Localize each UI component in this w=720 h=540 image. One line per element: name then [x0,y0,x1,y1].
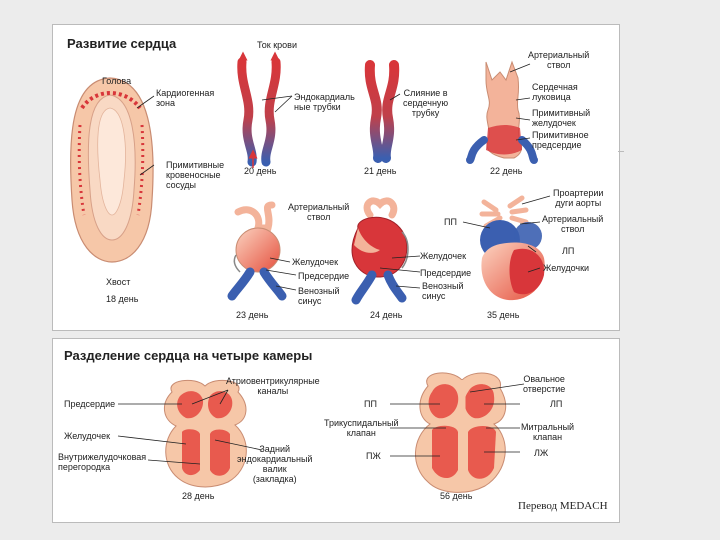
label-ventricle-28: Желудочек [64,431,111,441]
label-head: Голова [102,76,132,86]
label-iv-septum: Внутрижелудочковая перегородка [58,452,147,472]
label-primitive-vessels: Примитивные кровеносные сосуды [166,160,225,190]
label-arterial-trunk-22: Артериальный ствол [528,50,590,70]
label-left-atrium-56: ЛП [550,399,563,409]
label-atrium-23: Предсердие [298,271,350,281]
label-left-atrium-35: ЛП [562,246,575,256]
label-oval-foramen: Овальное отверстие [523,374,566,394]
heart-24-day [351,197,409,305]
label-right-atrium-35: ПП [444,217,457,227]
label-mitral: Митральный клапан [521,422,575,442]
label-primitive-ventricle: Примитивный желудочек [532,108,591,128]
day-23: 23 день [236,310,269,320]
label-tail: Хвост [106,277,131,287]
label-ventricles-35: Желудочки [543,263,590,273]
heart-35-day [479,195,545,301]
label-blood-flow: Ток крови [257,40,297,50]
day-20: 20 день [244,166,277,176]
day-18: 18 день [106,294,139,304]
fusing-heart-tube-21-day [364,60,400,163]
label-av-canals: Атриовентрикулярные каналы [226,376,320,396]
label-sinus-24: Венозный синус [422,281,464,301]
label-atrium-28: Предсердие [64,399,116,409]
leader-lines [117,63,551,465]
day-21: 21 день [364,166,397,176]
heart-development-title: Развитие сердца [67,36,177,51]
translation-credit: Перевод MEDACH [518,500,608,512]
label-arterial-trunk-35: Артериальный ствол [542,214,604,234]
endocardial-tubes-20-day [237,51,281,168]
label-bulbus: Сердечная луковица [532,82,578,102]
label-arterial-trunk-23: Артериальный ствол [288,202,350,222]
looping-heart-23-day [227,201,287,301]
heart-septation-panel [52,338,620,523]
label-atrium-24: Предсердие [420,268,472,278]
label-left-ventricle-56: ЛЖ [534,448,549,458]
divider-tick [618,151,624,152]
label-ventricle-23: Желудочек [292,257,339,267]
day-28: 28 день [182,491,215,501]
day-56: 56 день [440,491,473,501]
label-primitive-atrium: Примитивное предсердие [532,130,589,150]
label-endocardial-tubes: Эндокардиаль ные трубки [294,92,355,112]
label-tricuspid: Трикуспидальный клапан [324,418,399,438]
label-cardiogenic-zone: Кардиогенная зона [156,88,215,108]
heart-tube-22-day [466,60,538,164]
embryo-disc-18-day [69,77,154,263]
label-sinus-23: Венозный синус [298,286,340,306]
heart-septation-title: Разделение сердца на четыре камеры [64,348,313,363]
label-aortic-arches: Проартерии дуги аорты [553,188,604,208]
heart-septation-28-day [164,379,247,488]
day-35: 35 день [487,310,520,320]
label-right-atrium-56: ПП [364,399,377,409]
label-right-ventricle-56: ПЖ [366,451,381,461]
label-posterior-cushion: Задний эндокардиальный валик (закладка) [237,444,313,484]
day-22: 22 день [490,166,523,176]
heart-septation-56-day [415,372,507,493]
day-24: 24 день [370,310,403,320]
label-ventricle-24: Желудочек [420,251,467,261]
label-fusion: Слияние в сердечную трубку [403,88,449,118]
